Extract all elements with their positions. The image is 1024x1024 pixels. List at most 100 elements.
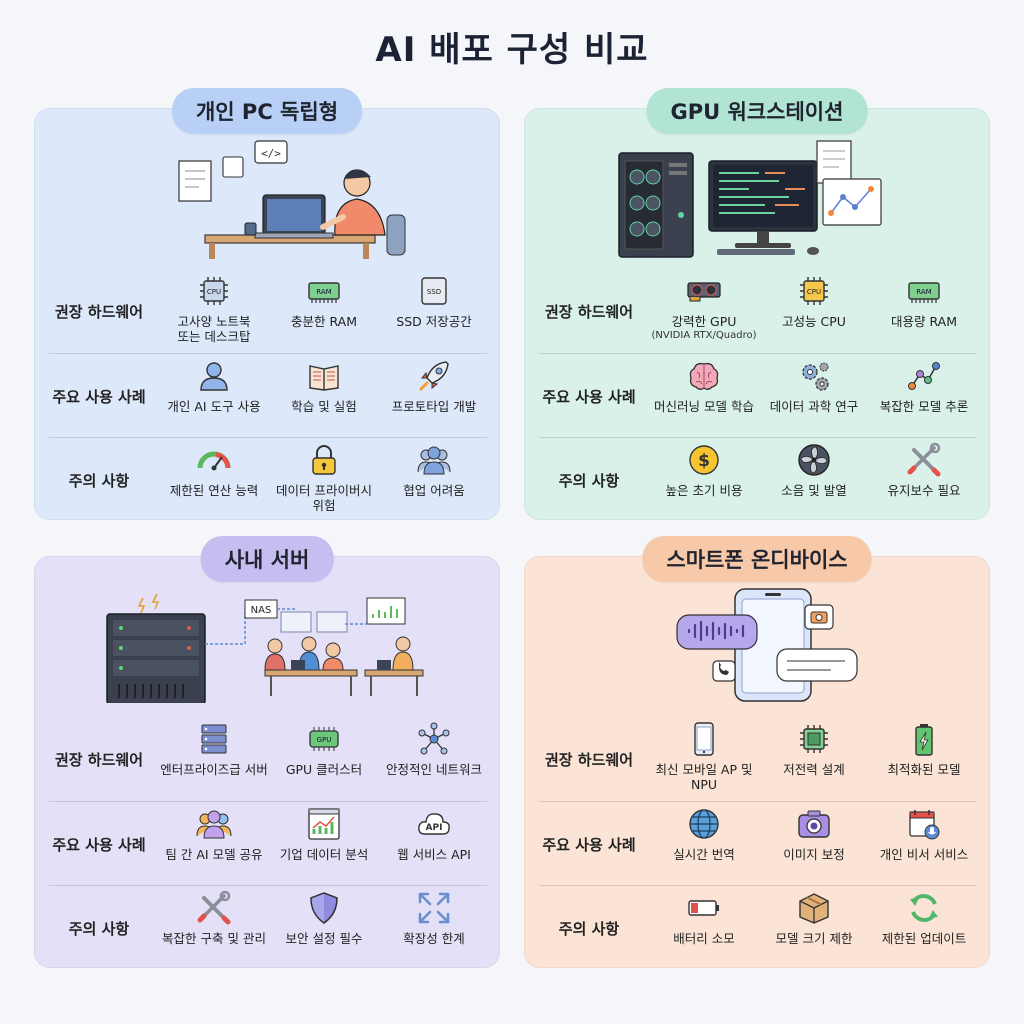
pc-caution-item-2: 협업 어려움: [379, 442, 489, 518]
pc-usecase-item-2: 프로토타입 개발: [379, 358, 489, 434]
dollar-coin-icon: $: [689, 445, 719, 475]
item-label: 엔터프라이즈급 서버: [160, 762, 268, 777]
panel-gpu-workstation: GPU 워크스테이션 권장 하드웨어 강력한 GPU (NVIDIA RTX/Q…: [524, 88, 991, 520]
row-label-hardware: 권장 하드웨어: [54, 302, 144, 321]
ssd-icon: SSD: [421, 277, 447, 305]
nas-label: NAS: [251, 605, 272, 616]
row-cautions: 주의 사항 복잡한 구축 및 관리 보안 설정 필수 확장성 한계: [49, 885, 487, 969]
server-hardware-item-0: 엔터프라이즈급 서버: [159, 721, 269, 797]
panel-company-server: 사내 서버 NAS 권장 하드웨어 엔터프라이즈급 서버: [34, 536, 500, 969]
battery-charging-icon: [915, 724, 933, 756]
pc-hardware-item-0: CPU 고사양 노트북 또는 데스크탑: [159, 273, 269, 349]
page-title: AI 배포 구성 비교: [375, 30, 649, 70]
row-label-hardware: 권장 하드웨어: [544, 302, 634, 321]
team-icon: [196, 810, 232, 839]
code-bubble-text: </>: [261, 147, 281, 160]
phone-caution-item-2: 제한된 업데이트: [869, 890, 979, 966]
phone-usecase-item-2: 개인 비서 서비스: [869, 806, 979, 882]
company-server-illustration: NAS: [106, 593, 424, 703]
ram-icon: RAM: [908, 282, 940, 303]
panel-header-smartphone-on-device: 스마트폰 온디바이스: [642, 536, 872, 582]
item-label: 머신러닝 모델 학습: [654, 399, 754, 414]
ssd-text: SSD: [427, 288, 441, 296]
pc-usecase-item-0: 개인 AI 도구 사용: [159, 358, 269, 434]
item-label: 제한된 업데이트: [881, 931, 967, 946]
chart-icon: [308, 808, 340, 840]
row-label-cautions: 주의 사항: [558, 471, 620, 490]
gpu-workstation-illustration: [618, 140, 882, 258]
row-label-usecases: 주요 사용 사례: [52, 387, 146, 406]
gpu-card-icon: [687, 282, 721, 302]
row-label-usecases: 주요 사용 사례: [542, 387, 636, 406]
gpu-hardware-item-2: RAM 대용량 RAM: [869, 273, 979, 349]
item-label: 유지보수 필요: [887, 483, 961, 498]
server-usecase-item-0: 팀 간 AI 모델 공유: [159, 806, 269, 882]
personal-pc-illustration: </>: [178, 140, 406, 259]
row-label-usecases: 주요 사용 사례: [542, 835, 636, 854]
ram-text: RAM: [916, 288, 931, 296]
api-cloud-text: API: [426, 823, 443, 833]
row-label-usecases: 주요 사용 사례: [52, 835, 146, 854]
item-sublabel: (NVIDIA RTX/Quadro): [651, 330, 757, 341]
item-label: SSD 저장공간: [396, 314, 472, 329]
phone-caution-item-0: 배터리 소모: [649, 890, 759, 966]
gpu-usecase-item-1: 데이터 과학 연구: [759, 358, 869, 434]
row-cautions: 주의 사항 제한된 연산 능력 데이터 프라이버시 위험 협업 어려움: [49, 437, 487, 521]
book-icon: [309, 365, 339, 391]
camera-icon: [798, 810, 830, 838]
ram-text: RAM: [316, 288, 331, 296]
gpu-hardware-item-0: 강력한 GPU (NVIDIA RTX/Quadro): [649, 273, 759, 349]
row-hardware: 권장 하드웨어 CPU 고사양 노트북 또는 데스크탑 RAM 충분한 RAM …: [35, 269, 501, 353]
gpu-usecase-item-0: 머신러닝 모델 학습: [649, 358, 759, 434]
server-caution-item-2: 확장성 한계: [379, 890, 489, 966]
graph-icon: [908, 362, 940, 390]
gpu-usecase-item-2: 복잡한 모델 추론: [869, 358, 979, 434]
row-label-hardware: 권장 하드웨어: [54, 750, 144, 769]
row-hardware: 권장 하드웨어 강력한 GPU (NVIDIA RTX/Quadro) CPU …: [525, 269, 991, 353]
chip-icon: [800, 725, 828, 753]
item-label: 최신 모바일 AP 및 NPU: [655, 762, 753, 792]
cpu-chip-text: CPU: [807, 288, 821, 296]
item-label: 대용량 RAM: [891, 314, 957, 329]
item-label: 협업 어려움: [403, 483, 465, 498]
item-label: 프로토타입 개발: [391, 399, 477, 414]
item-label: 데이터 프라이버시 위험: [276, 483, 372, 513]
server-caution-item-1: 보안 설정 필수: [269, 890, 379, 966]
item-label: 충분한 RAM: [291, 314, 357, 329]
gauge-icon: [197, 451, 231, 471]
item-label: 최적화된 모델: [887, 762, 961, 777]
item-label: 웹 서비스 API: [397, 847, 471, 862]
item-label: GPU 클러스터: [285, 762, 363, 777]
panel-header-company-server: 사내 서버: [200, 536, 334, 582]
phone-caution-item-1: 모델 크기 제한: [759, 890, 869, 966]
item-label: 데이터 과학 연구: [769, 399, 859, 414]
item-label: 소음 및 발열: [781, 483, 847, 498]
refresh-icon: [910, 894, 938, 922]
panel-header-gpu-workstation: GPU 워크스테이션: [646, 88, 868, 134]
item-label: 강력한 GPU: [671, 314, 737, 329]
item-label: 보안 설정 필수: [285, 931, 363, 946]
server-hardware-item-1: GPU GPU 클러스터: [269, 721, 379, 797]
row-label-cautions: 주의 사항: [558, 919, 620, 938]
api-cloud-icon: API: [418, 813, 450, 835]
item-label: 개인 비서 서비스: [879, 847, 969, 862]
pc-usecase-item-1: 학습 및 실험: [269, 358, 379, 434]
smartphone-icon: [694, 722, 714, 756]
server-usecase-item-1: 기업 데이터 분석: [269, 806, 379, 882]
tools-icon: [907, 442, 941, 477]
item-label: 기업 데이터 분석: [279, 847, 369, 862]
row-usecases: 주요 사용 사례 개인 AI 도구 사용 학습 및 실험 프로토타입 개발: [49, 353, 487, 437]
cpu-chip-icon: CPU: [800, 277, 828, 305]
pc-caution-item-1: 데이터 프라이버시 위험: [269, 442, 379, 518]
globe-icon: [689, 809, 719, 839]
row-usecases: 주요 사용 사례 팀 간 AI 모델 공유 기업 데이터 분석 API 웹 서비…: [49, 801, 487, 885]
server-rack-icon: [201, 724, 227, 754]
fan-icon: [798, 444, 830, 476]
item-label: 저전력 설계: [783, 762, 845, 777]
row-label-cautions: 주의 사항: [68, 471, 130, 490]
box-icon: [799, 893, 829, 924]
gpu-chip-text: GPU: [317, 736, 332, 744]
gpu-caution-item-1: 소음 및 발열: [759, 442, 869, 518]
item-label: 학습 및 실험: [291, 399, 357, 414]
item-label: 배터리 소모: [673, 931, 735, 946]
